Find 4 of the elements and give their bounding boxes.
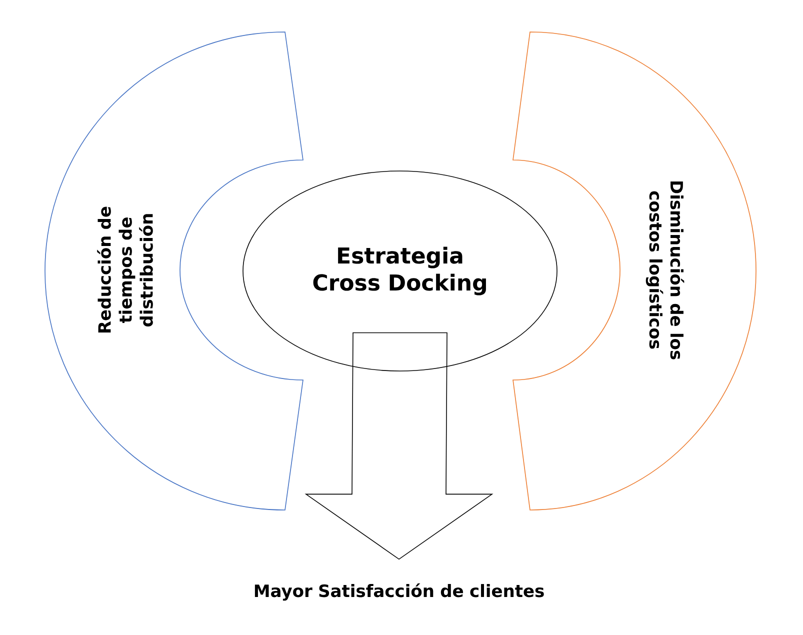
curved-band: Disminución de los costos logísticos [512,32,756,510]
block-arrow [304,332,494,560]
caption-text: Mayor Satisfacción de clientes [254,583,544,601]
curved-band: Reducción de tiempos de distribución [44,32,304,510]
